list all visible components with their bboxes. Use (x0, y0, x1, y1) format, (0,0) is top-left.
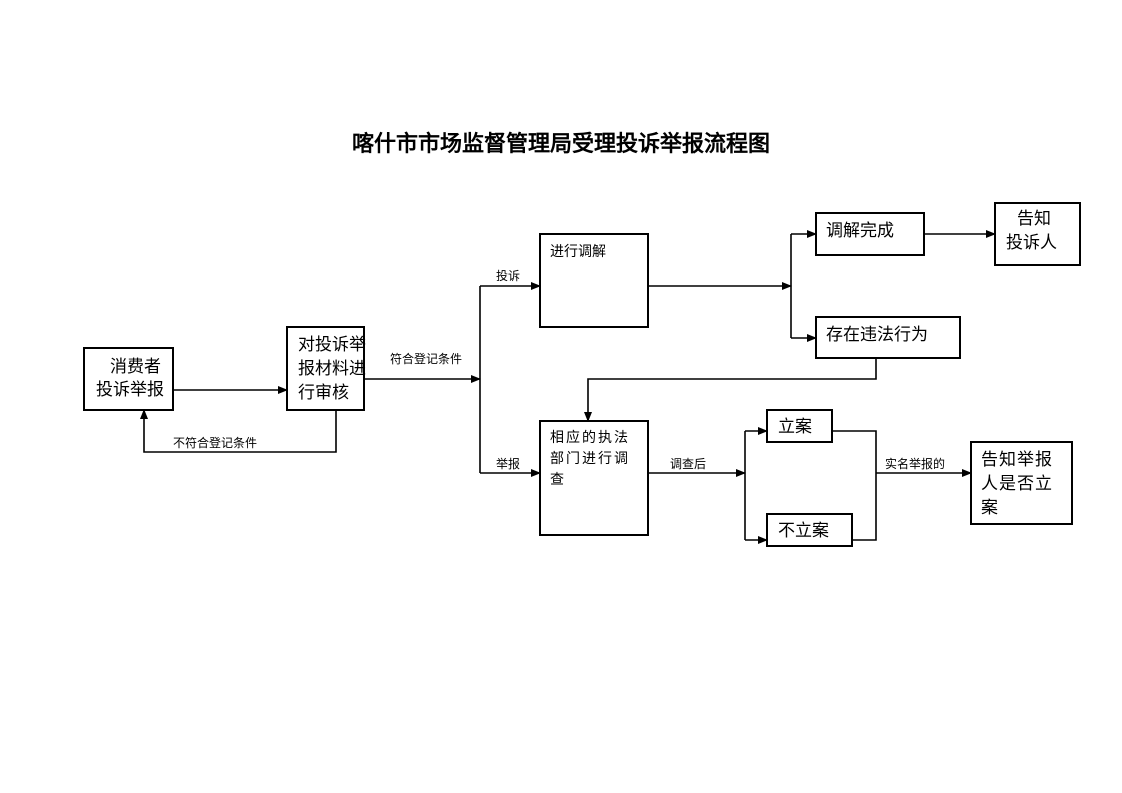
no-case-box (766, 513, 853, 547)
page-title: 喀什市市场监督管理局受理投诉举报流程图 (351, 132, 770, 157)
merge-line (832, 430, 877, 541)
notify-reporter-label-3: 案 (981, 498, 998, 518)
notify-reporter-box (970, 441, 1073, 525)
arrow-illegal-to-investigation (584, 358, 877, 422)
investigation-label-2: 部门进行调 (550, 451, 630, 467)
consumer-label-1: 消费者 (110, 357, 161, 377)
notify-reporter-label-1: 告知举报 (981, 450, 1053, 470)
consumer-box (83, 347, 174, 411)
investigation-label-3: 查 (550, 472, 564, 488)
label-real-name-report: 实名举报的 (885, 457, 946, 471)
review-label-2: 报材料进 (298, 359, 366, 379)
review-box (286, 326, 365, 411)
mediation-box (539, 233, 649, 328)
label-complaint: 投诉 (496, 269, 521, 283)
label-qualified: 符合登记条件 (390, 352, 463, 366)
mediation-label: 进行调解 (550, 244, 606, 260)
arrow-not-qualified (140, 409, 337, 453)
illegal-conduct-label: 存在违法行为 (826, 325, 928, 345)
file-case-label: 立案 (778, 417, 812, 437)
mediation-done-label: 调解完成 (826, 221, 894, 241)
investigation-label-1: 相应的执法 (550, 430, 630, 446)
no-case-label: 不立案 (778, 521, 829, 541)
label-report: 举报 (496, 457, 521, 471)
notify-reporter-label-2: 人是否立 (981, 474, 1053, 494)
review-label-3: 行审核 (298, 383, 349, 403)
file-case-box (766, 409, 833, 443)
consumer-label-2: 投诉举报 (96, 380, 164, 400)
investigation-box (539, 420, 649, 536)
label-after-investigation: 调查后 (670, 457, 707, 471)
label-not-qualified: 不符合登记条件 (173, 436, 258, 450)
notify-complainant-label-1: 告知 (1017, 209, 1051, 229)
review-label-1: 对投诉举 (298, 335, 366, 355)
notify-complainant-label-2: 投诉人 (1006, 233, 1057, 253)
